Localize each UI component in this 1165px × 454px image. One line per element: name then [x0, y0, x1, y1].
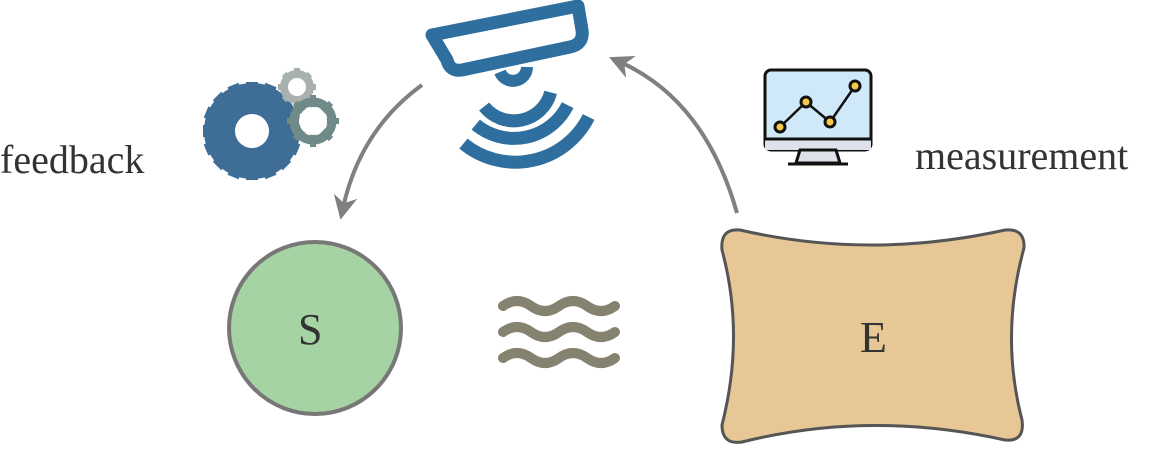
gears-icon: [203, 68, 339, 180]
monitor-chart-icon: [763, 68, 873, 166]
feedback-label: feedback: [0, 137, 145, 182]
gear-small-green-icon: [287, 95, 339, 147]
system-label: S: [298, 305, 323, 354]
measurement-arrow: [609, 55, 739, 214]
gear-large-icon: [203, 82, 301, 180]
feedback-arrow: [333, 83, 424, 220]
environment-node: [720, 228, 1026, 444]
coupling-waves-icon: [498, 296, 620, 368]
measurement-label: measurement: [915, 133, 1129, 178]
gear-small-gray-icon: [278, 68, 316, 106]
sensor-icon: [425, 0, 595, 169]
system-node: [227, 240, 403, 416]
environment-label: E: [860, 313, 887, 362]
